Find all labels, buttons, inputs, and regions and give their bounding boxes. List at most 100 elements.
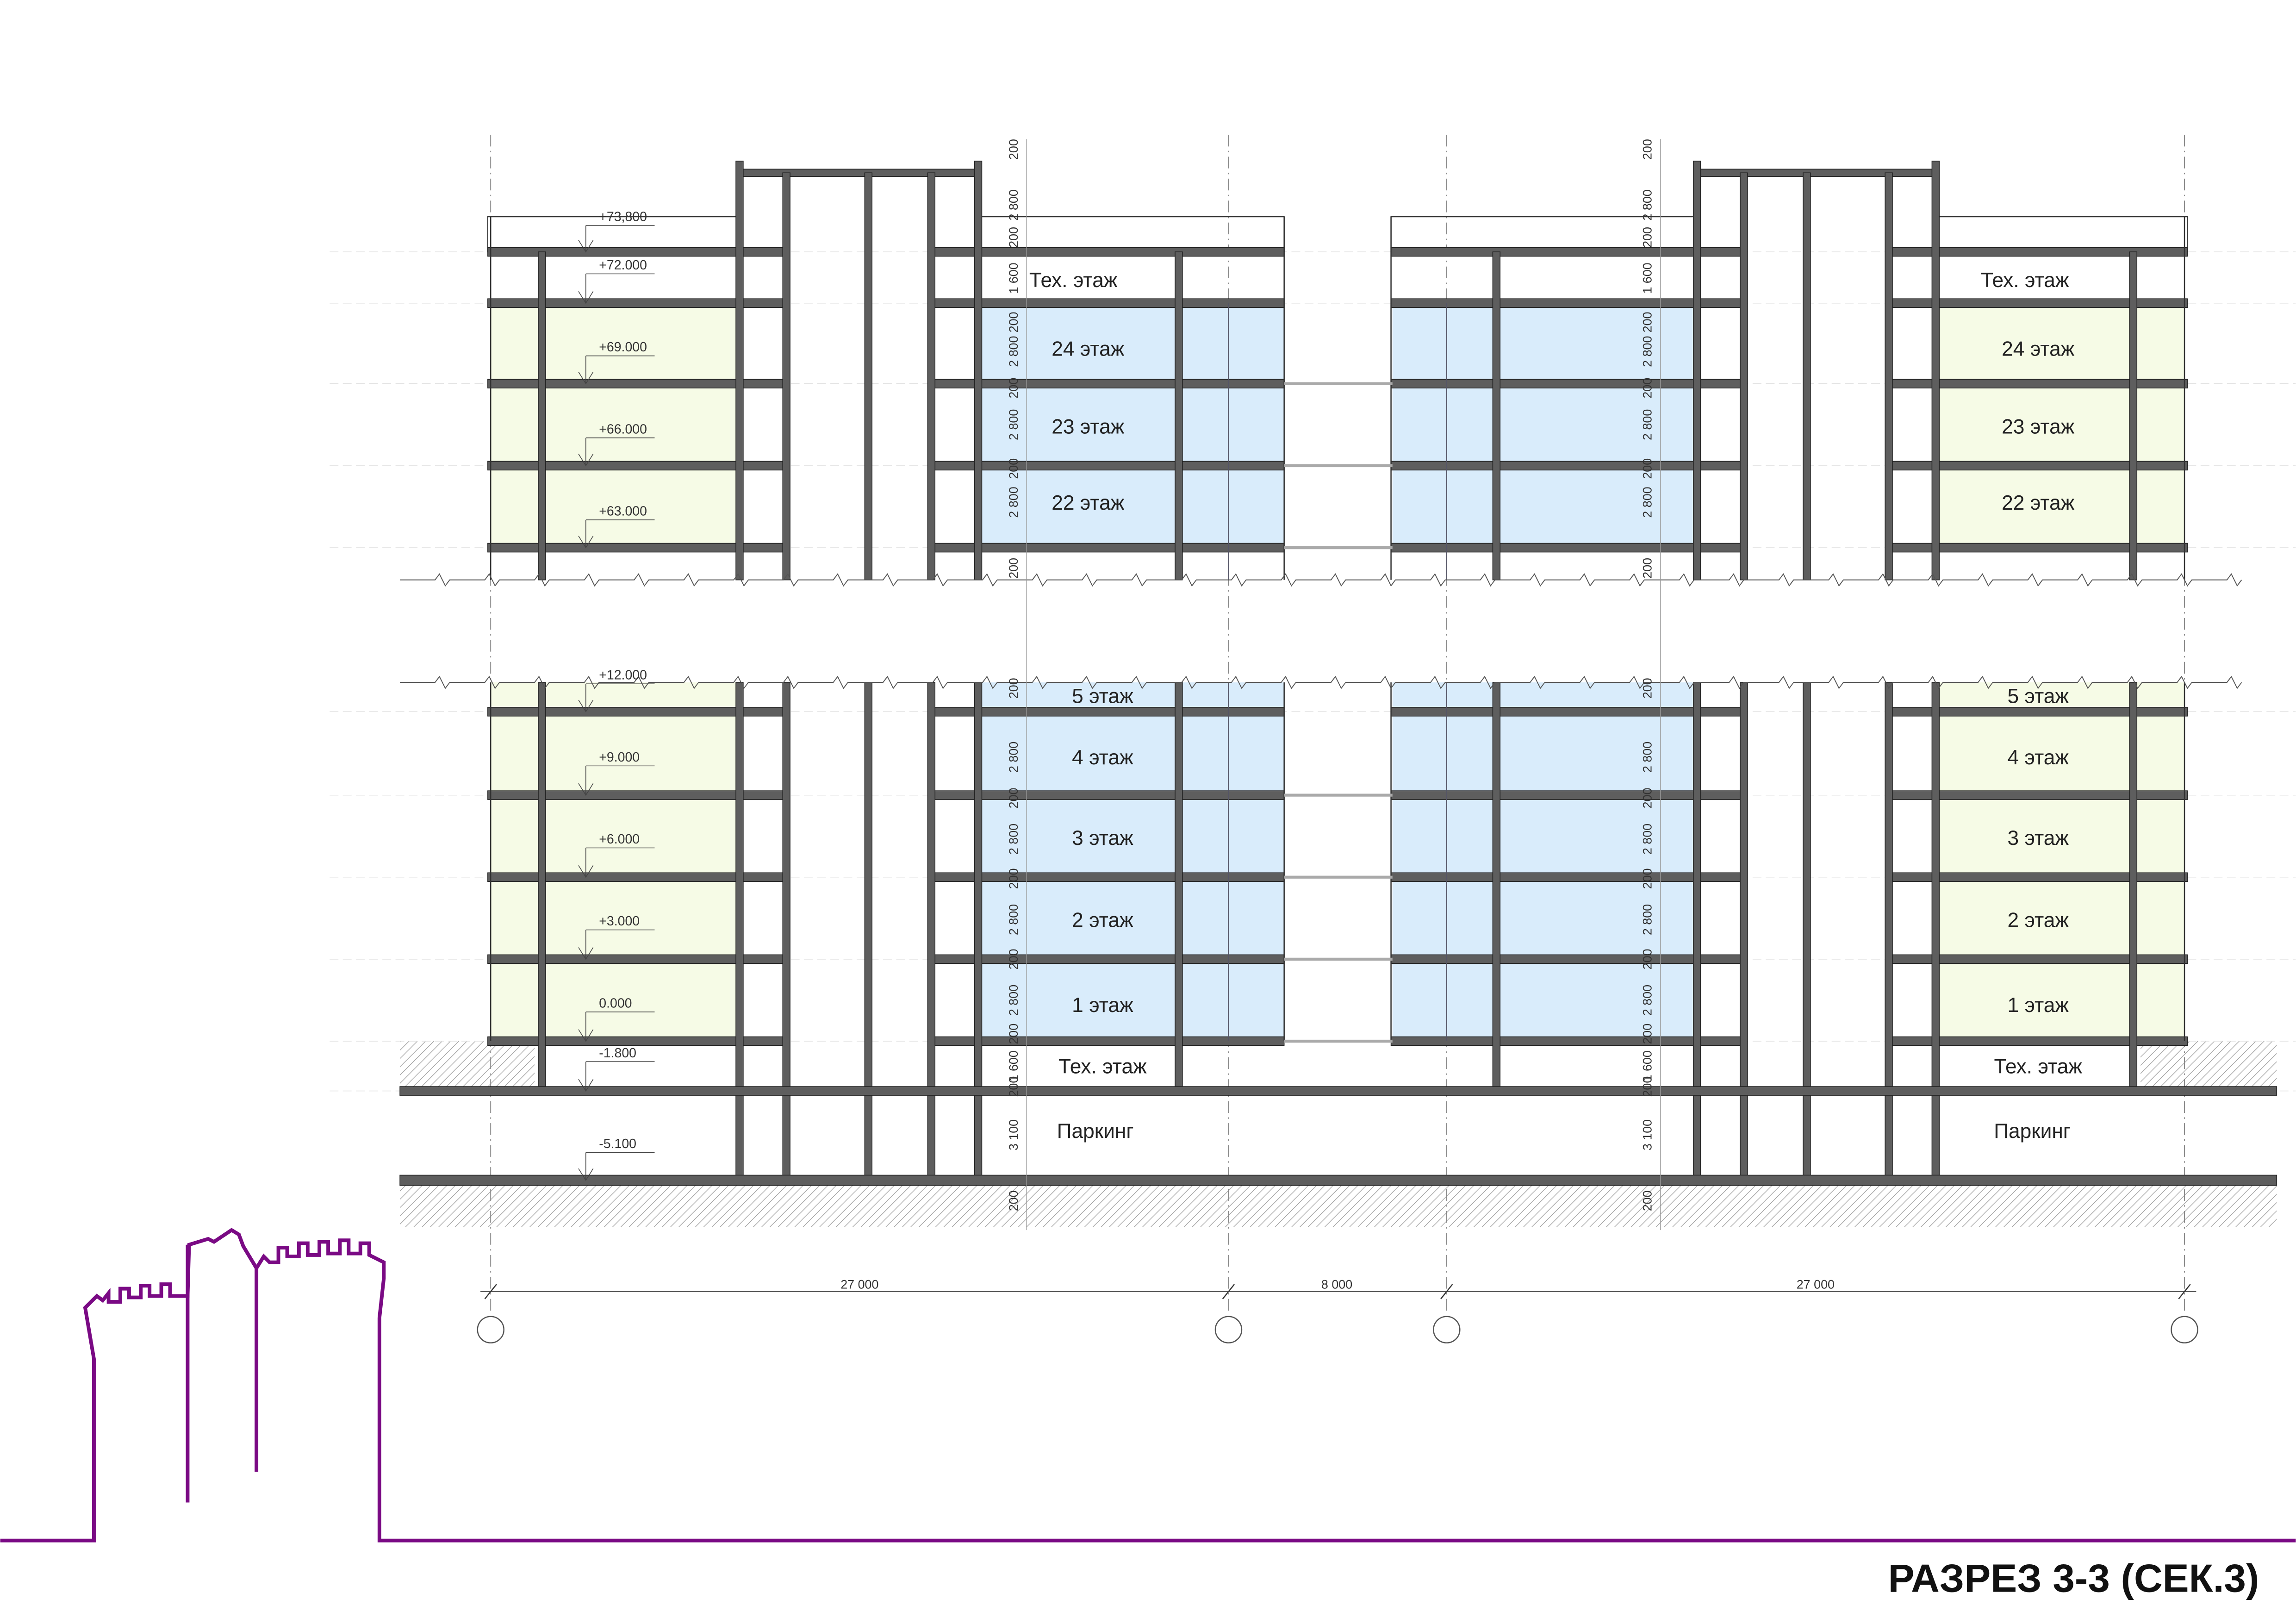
floor-slab	[1390, 954, 1744, 964]
vertical-dimension: 200	[1007, 378, 1020, 399]
floor-slab	[931, 461, 1285, 471]
wall-column	[1885, 172, 1893, 581]
break-line	[400, 573, 2242, 587]
wall-column	[1803, 682, 1811, 1181]
parapet	[1935, 216, 2188, 253]
vertical-dimension: 200	[1641, 139, 1655, 160]
elevation-label: +66.000	[599, 422, 647, 437]
elevation-label: +72.000	[599, 258, 647, 273]
floor-slab	[931, 872, 1285, 882]
vertical-dimension: 2 800	[1007, 985, 1020, 1016]
floor-label: 5 этаж	[2007, 685, 2069, 707]
floor-label: 22 этаж	[1052, 492, 1125, 514]
floor-label: 23 этаж	[2002, 415, 2075, 438]
floor-label: 5 этаж	[1072, 685, 1133, 707]
vertical-dimension: 200	[1641, 678, 1655, 699]
vertical-dimension: 2 800	[1641, 487, 1655, 518]
floor-label: 2 этаж	[2007, 909, 2069, 931]
vertical-dimension: 3 100	[1641, 1119, 1655, 1150]
floor-label: 24 этаж	[2002, 338, 2075, 361]
vertical-dimension: 2 800	[1641, 189, 1655, 220]
wall-column	[2129, 251, 2138, 581]
floor-slab	[1390, 543, 1744, 553]
elevation-label: +3.000	[599, 914, 640, 929]
floor-label: 3 этаж	[1072, 827, 1133, 849]
floor-label: 4 этаж	[2007, 746, 2069, 769]
vertical-dimension: 1 600	[1007, 1050, 1020, 1081]
vertical-dimension: 200	[1641, 378, 1655, 399]
floor-slab	[1390, 298, 1744, 308]
parking-label: Паркинг	[1057, 1120, 1134, 1143]
vertical-dimension: 200	[1007, 1190, 1020, 1211]
vertical-dimension: 200	[1007, 788, 1020, 809]
dimension-tick	[484, 1284, 497, 1299]
floor-slab	[1390, 461, 1744, 471]
vertical-dimension: 2 800	[1007, 189, 1020, 220]
floor-slab	[1390, 379, 1744, 389]
wall-column	[735, 682, 744, 1181]
vertical-dimension: 200	[1007, 558, 1020, 579]
wall-column	[927, 172, 936, 581]
vertical-dimension: 200	[1007, 312, 1020, 332]
wall-column	[1931, 682, 1940, 1181]
floor-label: 2 этаж	[1072, 909, 1133, 931]
dimension-tick	[1222, 1284, 1235, 1299]
apartment-fill	[981, 682, 1284, 1042]
vertical-dimension: 200	[1007, 458, 1020, 479]
wall-column	[782, 172, 790, 581]
floor-slab	[1390, 707, 1744, 717]
vertical-dimension: 2 800	[1641, 336, 1655, 367]
floor-label: 1 этаж	[1072, 994, 1133, 1017]
vertical-dimension: 200	[1641, 558, 1655, 579]
axis-marker-circle	[2171, 1316, 2198, 1343]
vertical-dimension: 200	[1007, 949, 1020, 969]
wall-column	[1885, 682, 1893, 1181]
horizontal-dimension: 27 000	[840, 1278, 878, 1292]
wall-column	[782, 682, 790, 1181]
wall-column	[538, 251, 546, 581]
wall-column	[1803, 172, 1811, 581]
tech-floor-label: Тех. этаж	[1994, 1056, 2082, 1078]
floor-slab	[399, 1174, 2277, 1186]
wall-column	[927, 682, 936, 1181]
wall-column	[864, 172, 873, 581]
floor-label: 4 этаж	[1072, 746, 1133, 769]
wall-column	[974, 161, 983, 581]
wall-column	[538, 682, 546, 1092]
floor-label: 24 этаж	[1052, 338, 1125, 361]
wall-column	[1740, 172, 1748, 581]
vertical-dimension: 2 800	[1007, 487, 1020, 518]
vertical-dimension: 1 600	[1007, 262, 1020, 294]
elevation-label: +73,800	[599, 210, 647, 225]
wall-column	[2129, 682, 2138, 1092]
tech-floor-label: Тех. этаж	[1058, 1056, 1147, 1078]
floor-label: 23 этаж	[1052, 415, 1125, 438]
floor-slab	[1390, 790, 1744, 800]
dimension-tick	[2178, 1284, 2191, 1299]
vertical-dimension: 200	[1641, 1076, 1655, 1097]
office-fill	[491, 682, 740, 1042]
vertical-dimension: 200	[1007, 678, 1020, 699]
elevation-arrow-icon	[578, 240, 594, 253]
axis-marker-circle	[1433, 1316, 1461, 1343]
vertical-dimension: 2 800	[1641, 824, 1655, 855]
vertical-dimension: 200	[1007, 139, 1020, 160]
vertical-dimension: 200	[1007, 868, 1020, 889]
floor-slab	[931, 298, 1285, 308]
parking-label: Паркинг	[1994, 1120, 2071, 1143]
dimension-tick	[1440, 1284, 1453, 1299]
office-fill	[1937, 303, 2185, 548]
elevation-label: +69.000	[599, 340, 647, 355]
floor-slab	[931, 379, 1285, 389]
elevation-arrow-icon	[578, 700, 594, 712]
vertical-dimension: 200	[1641, 458, 1655, 479]
tech-floor-label: Тех. этаж	[1981, 269, 2069, 292]
floor-slab	[399, 1086, 2277, 1096]
elevation-arrow-icon	[578, 1168, 594, 1181]
parapet	[977, 216, 1285, 253]
vertical-dimension: 1 600	[1641, 262, 1655, 294]
elevation-label: +6.000	[599, 832, 640, 847]
vertical-dimension: 200	[1641, 1190, 1655, 1211]
wall-column	[1931, 161, 1940, 581]
